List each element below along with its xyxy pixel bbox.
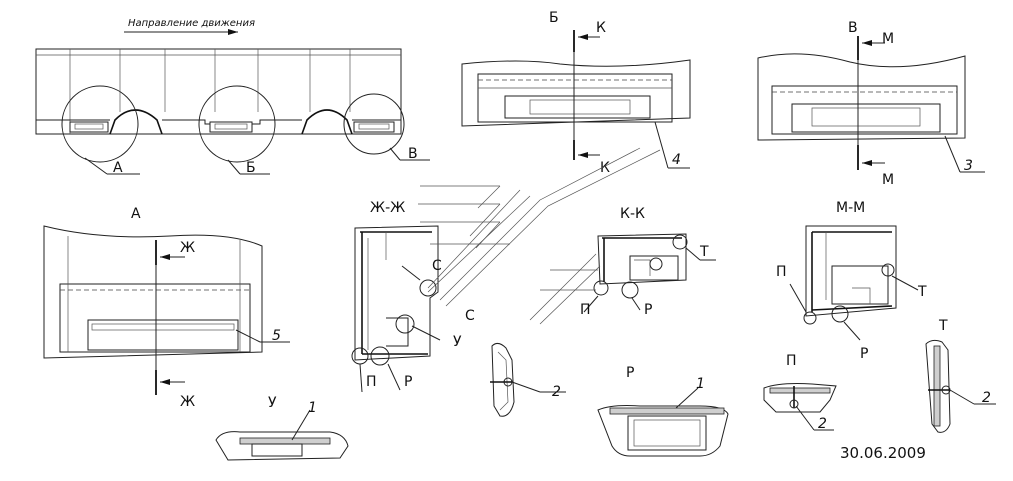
view-a: А Ж Ж 5 xyxy=(43,206,290,410)
section-zh-title: Ж-Ж xyxy=(370,200,405,216)
section-mark-zh-top: Ж xyxy=(180,240,195,256)
detail-mark-r-zh: Р xyxy=(404,374,412,390)
detail-t-title: Т xyxy=(938,318,948,334)
section-m-m: М-М Т П Р xyxy=(776,200,927,362)
section-mark-m-top: М xyxy=(882,31,894,47)
bus-body-outline xyxy=(35,48,402,135)
detail-u: У 1 xyxy=(215,395,349,461)
detail-mark-p-kk: П xyxy=(580,302,591,318)
part-number-2-s: 2 xyxy=(552,384,561,400)
detail-mark-r-kk: Р xyxy=(644,302,652,318)
view-b-title: Б xyxy=(549,10,559,26)
detail-mark-t-kk: Т xyxy=(699,244,709,260)
part-number-1-r: 1 xyxy=(696,376,705,392)
detail-mark-p-zh: П xyxy=(366,374,377,390)
section-mark-k-top: К xyxy=(596,20,606,36)
view-a-title: А xyxy=(131,206,141,222)
section-mark-k-bottom: К xyxy=(600,160,610,176)
direction-label: Направление движения xyxy=(128,18,255,29)
callout-label-b: Б xyxy=(246,160,256,176)
detail-p-title: П xyxy=(786,353,797,369)
detail-mark-t-mm: Т xyxy=(917,284,927,300)
detail-u-title: У xyxy=(268,395,277,411)
view-v-title: В xyxy=(848,20,858,36)
section-mark-m-bottom: М xyxy=(882,172,894,188)
section-k-k: К-К Т П Р xyxy=(529,206,716,325)
part-number-2-t: 2 xyxy=(982,390,991,406)
detail-r: Р 1 xyxy=(597,365,729,457)
part-number-2-p: 2 xyxy=(818,416,827,432)
detail-mark-s-zh: С xyxy=(432,258,442,274)
callout-circle-a xyxy=(61,85,139,163)
section-zh-zh: Ж-Ж С У П Р С xyxy=(351,147,661,393)
detail-mark-s-label: С xyxy=(465,308,475,324)
part-number-3: 3 xyxy=(964,158,973,174)
detail-p: П 2 xyxy=(763,353,837,432)
view-v: В М М 3 xyxy=(757,20,985,188)
detail-s: 2 xyxy=(490,342,566,417)
section-mm-title: М-М xyxy=(836,200,865,216)
callout-label-v: В xyxy=(408,146,418,162)
callout-circle-b xyxy=(198,85,276,163)
drawing-date: 30.06.2009 xyxy=(840,444,926,462)
part-number-4: 4 xyxy=(672,152,681,168)
section-kk-title: К-К xyxy=(620,206,645,222)
part-number-1-u: 1 xyxy=(308,400,317,416)
section-mark-zh-bottom: Ж xyxy=(180,394,195,410)
detail-mark-r-mm: Р xyxy=(860,346,868,362)
detail-t: Т 2 xyxy=(925,318,996,433)
view-b: Б К К 4 xyxy=(461,10,691,176)
detail-r-title: Р xyxy=(626,365,634,381)
overview-bus-side: Направление движения А Б xyxy=(35,18,430,176)
callout-label-a: А xyxy=(113,160,123,176)
direction-arrowhead xyxy=(228,29,238,35)
detail-mark-u: У xyxy=(453,334,462,350)
detail-mark-p-mm: П xyxy=(776,264,787,280)
callout-circle-v xyxy=(343,93,405,155)
part-number-5: 5 xyxy=(272,328,281,344)
